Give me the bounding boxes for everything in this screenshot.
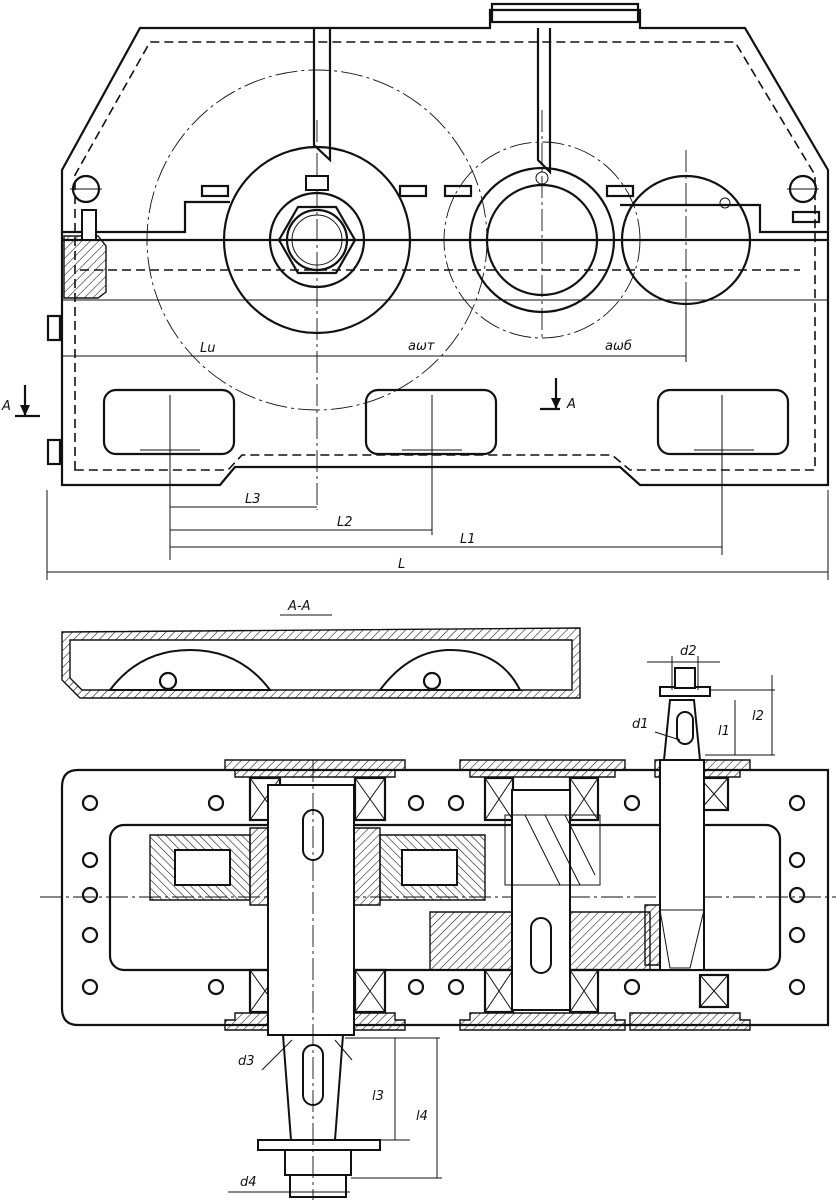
- dim-label-l2: l2: [752, 709, 764, 724]
- parting-flange: [62, 200, 828, 234]
- dim-label-awb: aωб: [605, 339, 632, 354]
- dim-label-l4: l4: [416, 1109, 428, 1124]
- drain-plug-lower: [46, 438, 62, 466]
- inspection-cover: [490, 2, 640, 24]
- section-mark-right: A: [540, 378, 576, 412]
- plan-dims-output: d3 l3 l4 d4: [228, 1037, 442, 1193]
- intermediate-shaft: [511, 789, 571, 1011]
- inner-wall-dashed: [74, 41, 816, 471]
- bearing-housing-top: [224, 759, 406, 778]
- section-mark-left: A: [1, 385, 40, 418]
- output-gear-hub-left: [249, 827, 269, 906]
- dim-label-l3: l3: [372, 1089, 384, 1104]
- dim-label-d3: d3: [238, 1054, 255, 1069]
- bearing-cap-intermediate: [468, 166, 616, 314]
- flange-bolts: [200, 184, 821, 224]
- drain-plug-upper: [46, 314, 62, 342]
- plan-view: d2 l1 l2 d1 d3 l3 l4 d4: [40, 644, 836, 1200]
- dim-label-awt: aωт: [408, 339, 435, 354]
- shaft-nut: [277, 205, 357, 275]
- helical-pinion: [504, 814, 601, 886]
- oil-gauge: [63, 235, 107, 299]
- dim-label-d1: d1: [632, 717, 649, 732]
- plan-dims-input: d2 l1 l2 d1: [632, 644, 775, 756]
- front-view: A A Lu aωт aωб L3 L2 L: [1, 2, 830, 580]
- section-a-a: A-A: [61, 599, 581, 699]
- dim-label-d2: d2: [680, 644, 697, 659]
- foot-pockets: [102, 388, 790, 456]
- oil-pipe-2: [536, 28, 552, 175]
- oil-pipe-1: [312, 28, 332, 163]
- gear-pitch-circle-mid: [443, 141, 641, 339]
- dim-label-l: L: [398, 557, 405, 572]
- dim-label-lu: Lu: [200, 341, 215, 356]
- dim-centre-distances: Lu aωт aωб: [62, 300, 687, 362]
- dim-stack-bottom: L3 L2 L1 L: [46, 395, 829, 580]
- plan-bolts: [81, 794, 806, 996]
- dim-label-l2: L2: [337, 515, 353, 530]
- dim-label-d4: d4: [240, 1175, 257, 1190]
- intermediate-gear: [429, 911, 513, 971]
- input-shaft: [659, 759, 705, 971]
- dim-label-l3: L3: [245, 492, 261, 507]
- housing-outline: [60, 8, 830, 487]
- dim-label-l1: L1: [460, 532, 476, 547]
- plan-outline: [60, 768, 830, 1027]
- section-label-left: A: [1, 399, 11, 414]
- dim-label-l1: l1: [718, 724, 730, 739]
- section-title: A-A: [287, 599, 310, 614]
- section-label-right: A: [566, 397, 576, 412]
